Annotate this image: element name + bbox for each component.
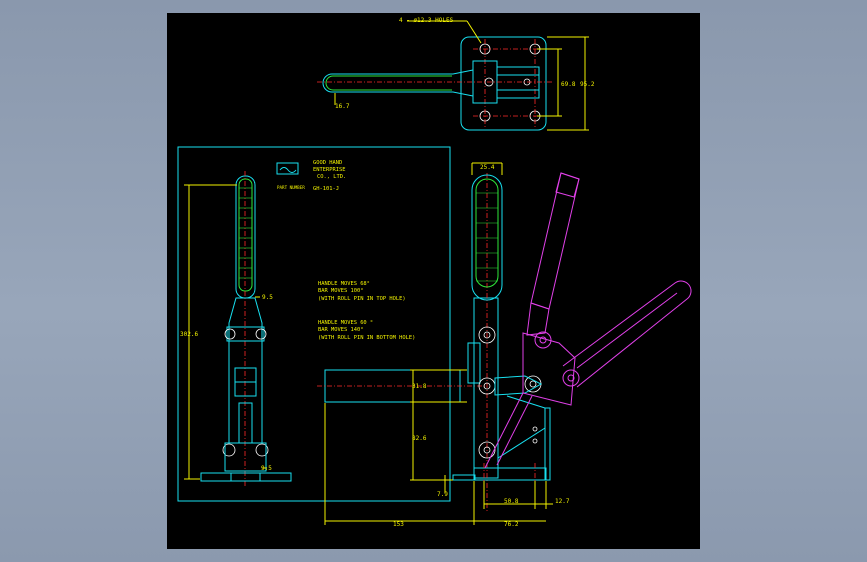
- handle-dia-dim: 16.7: [335, 103, 350, 110]
- side-view: 302.6 9.5 9.5: [180, 171, 292, 488]
- part-number-label: PART NUMBER: [277, 185, 305, 190]
- title-block: GOOD HAND ENTERPRISE CO., LTD. PART NUMB…: [276, 160, 346, 192]
- side-base-block: [224, 442, 267, 472]
- note-bottom-2: BAR MOVES 140°: [318, 327, 363, 333]
- plate-inner-dim: 69.8: [561, 81, 576, 88]
- note-top-1: HANDLE MOVES 68°: [318, 281, 370, 287]
- alternate-position: [484, 172, 692, 469]
- cad-viewport[interactable]: 16.7 4 - ø12.3 HOLES 69.8 95.2 GOOD HAND…: [167, 13, 700, 549]
- top-view: 16.7 4 - ø12.3 HOLES 69.8 95.2: [317, 17, 595, 131]
- arm-reach-dim: 153: [393, 521, 404, 528]
- motion-notes: HANDLE MOVES 68° BAR MOVES 100° (WITH RO…: [318, 281, 415, 341]
- part-number-value: GH-101-J: [313, 186, 339, 192]
- company-name-2: ENTERPRISE: [313, 167, 345, 173]
- side-handle-grip: [238, 178, 253, 292]
- side-foot-dim: 9.5: [261, 465, 272, 472]
- base-edge-dim: 12.7: [555, 498, 570, 505]
- side-body: [228, 297, 263, 444]
- note-bottom-3: (WITH ROLL PIN IN BOTTOM HOLE): [318, 335, 415, 341]
- spindle-height-dim: 31.8: [412, 383, 427, 390]
- base-thickness-dim: 7.9: [437, 491, 448, 498]
- overall-height-dim: 302.6: [180, 331, 198, 338]
- mounting-plate-outline: [460, 36, 547, 131]
- pivot-height-dim: 82.6: [412, 435, 427, 442]
- plate-outer-dim: 95.2: [580, 81, 595, 88]
- handle-width-dim: 25.4: [480, 164, 495, 171]
- link-plate: [494, 375, 543, 396]
- clamp-drawing: 16.7 4 - ø12.3 HOLES 69.8 95.2 GOOD HAND…: [177, 17, 692, 528]
- note-top-2: BAR MOVES 100°: [318, 288, 363, 294]
- handle-top-outline: [322, 69, 474, 97]
- front-base: [473, 467, 547, 481]
- bolt-spacing-dim: 50.8: [504, 498, 519, 505]
- front-view: 25.4 31.8 82.6 7.9 50.8 12.7 76.2 153: [317, 162, 692, 528]
- front-handle-outline: [471, 174, 503, 301]
- handle-grip-top: [325, 75, 452, 91]
- side-pivot-block: [226, 326, 265, 342]
- company-logo: [276, 162, 299, 175]
- hole-callout: 4 - ø12.3 HOLES: [399, 17, 454, 24]
- title-frame: [177, 146, 451, 502]
- side-pin-dim: 9.5: [262, 294, 273, 301]
- company-name-1: GOOD HAND: [313, 160, 342, 166]
- front-handle-grip: [475, 178, 499, 288]
- note-top-3: (WITH ROLL PIN IN TOP HOLE): [318, 296, 406, 302]
- side-base-plate: [200, 472, 292, 482]
- company-name-3: CO., LTD.: [317, 174, 346, 180]
- linkage-block: [496, 66, 540, 99]
- note-bottom-1: HANDLE MOVES 60 °: [318, 320, 373, 326]
- base-length-dim: 76.2: [504, 521, 519, 528]
- column: [473, 297, 499, 479]
